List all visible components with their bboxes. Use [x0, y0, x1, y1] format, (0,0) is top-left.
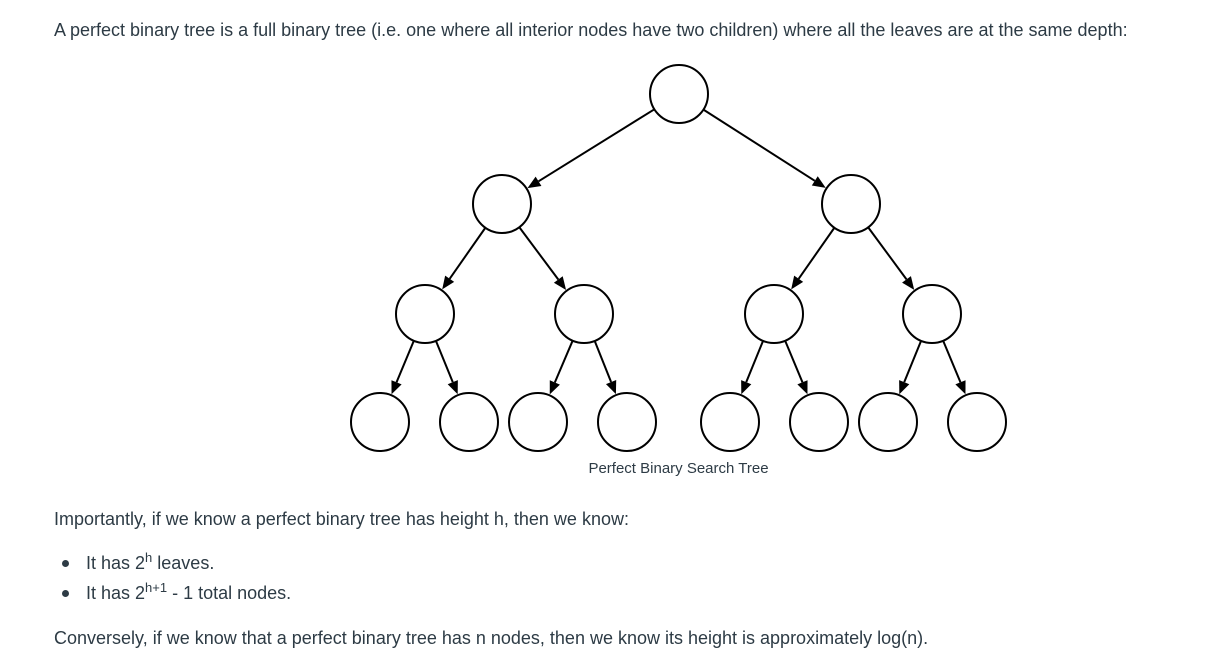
tree-leaf-node	[858, 392, 918, 452]
arrowhead-icon	[391, 380, 402, 395]
intro-paragraph: A perfect binary tree is a full binary t…	[54, 20, 1128, 40]
tree-edge	[797, 227, 836, 280]
arrowhead-icon	[447, 380, 458, 395]
arrowhead-icon	[899, 380, 910, 395]
arrowhead-icon	[902, 276, 915, 290]
tree-edge	[593, 340, 613, 383]
arrowhead-icon	[442, 275, 455, 290]
arrowhead-icon	[811, 176, 826, 188]
important-paragraph: Importantly, if we know a perfect binary…	[54, 509, 629, 529]
tree-leaf-node	[508, 392, 568, 452]
tree-node	[395, 284, 455, 344]
fact-suffix: leaves.	[152, 553, 215, 573]
fact-exponent: h+1	[145, 580, 168, 595]
tree-node	[821, 174, 881, 234]
arrowhead-icon	[741, 380, 752, 395]
tree-nodes	[350, 64, 1007, 452]
fact-prefix: It has 2	[86, 583, 146, 603]
tree-edge	[867, 226, 908, 280]
arrowhead-icon	[527, 176, 542, 189]
tree-leaf-node	[597, 392, 657, 452]
tree-edge	[903, 340, 922, 383]
tree-leaf-node	[700, 392, 760, 452]
tree-edge	[745, 340, 764, 383]
arrowhead-icon	[605, 380, 617, 395]
tree-node	[902, 284, 962, 344]
facts-list: It has 2h leaves. It has 2h+1 - 1 total …	[62, 551, 291, 611]
tree-node	[472, 174, 532, 234]
tree-leaf-node	[439, 392, 499, 452]
arrowhead-icon	[791, 275, 804, 290]
tree-edge	[448, 227, 487, 280]
tree-node	[744, 284, 804, 344]
conversely-paragraph: Conversely, if we know that a perfect bi…	[54, 628, 929, 648]
arrowhead-icon	[553, 276, 567, 290]
bullet-icon	[62, 560, 69, 567]
tree-root-node	[649, 64, 709, 124]
tree-edge	[435, 340, 454, 383]
bullet-icon	[62, 590, 69, 597]
tree-edge	[518, 226, 560, 281]
tree-leaf-node	[947, 392, 1007, 452]
tree-edge	[553, 340, 574, 383]
fact-prefix: It has 2	[86, 553, 146, 573]
tree-leaf-node	[350, 392, 410, 452]
arrowhead-icon	[549, 380, 560, 395]
tree-edge	[537, 108, 655, 183]
tree-edges	[391, 108, 966, 395]
list-item: It has 2h+1 - 1 total nodes.	[62, 581, 291, 611]
arrowhead-icon	[797, 380, 808, 395]
list-item: It has 2h leaves.	[62, 551, 291, 581]
fact-suffix: - 1 total nodes.	[167, 583, 292, 603]
arrowhead-icon	[955, 380, 966, 395]
tree-edge	[395, 340, 415, 383]
figure-caption: Perfect Binary Search Tree	[588, 460, 769, 477]
tree-edge	[784, 340, 804, 383]
tree-edge	[942, 340, 962, 383]
fact-exponent: h	[145, 550, 153, 565]
tree-edge	[702, 108, 816, 182]
tree-leaf-node	[789, 392, 849, 452]
tree-node	[554, 284, 614, 344]
